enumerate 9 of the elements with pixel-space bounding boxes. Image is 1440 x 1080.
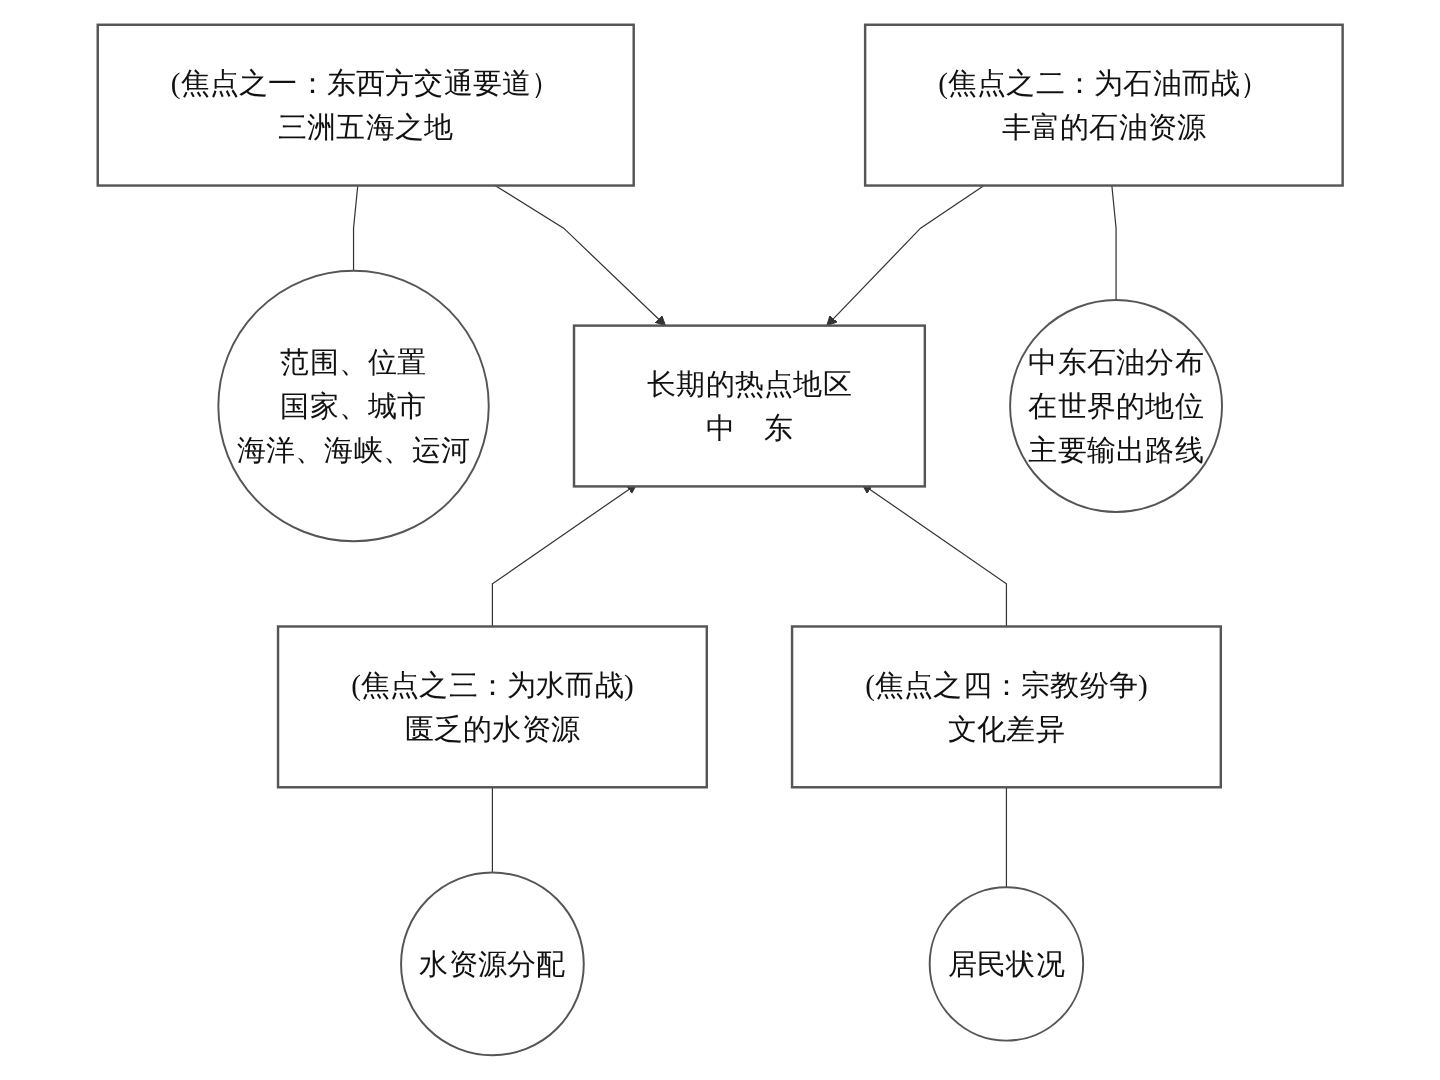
node-box: (焦点之三：为水而战) 匮乏的水资源 xyxy=(276,625,708,789)
node-circle: 居民状况 xyxy=(928,886,1084,1042)
node-box: (焦点之四：宗教纷争) 文化差异 xyxy=(790,625,1222,789)
node-circle: 中东石油分布 在世界的地位 主要输出路线 xyxy=(1008,299,1223,513)
node-box: (焦点之一：东西方交通要道） 三洲五海之地 xyxy=(96,23,635,187)
node-circle: 范围、位置 国家、城市 海洋、海峡、运河 xyxy=(217,269,490,543)
node-box: 长期的热点地区 中 东 xyxy=(572,324,926,488)
node-circle: 水资源分配 xyxy=(399,871,585,1057)
node-box: (焦点之二：为石油而战） 丰富的石油资源 xyxy=(863,23,1344,187)
